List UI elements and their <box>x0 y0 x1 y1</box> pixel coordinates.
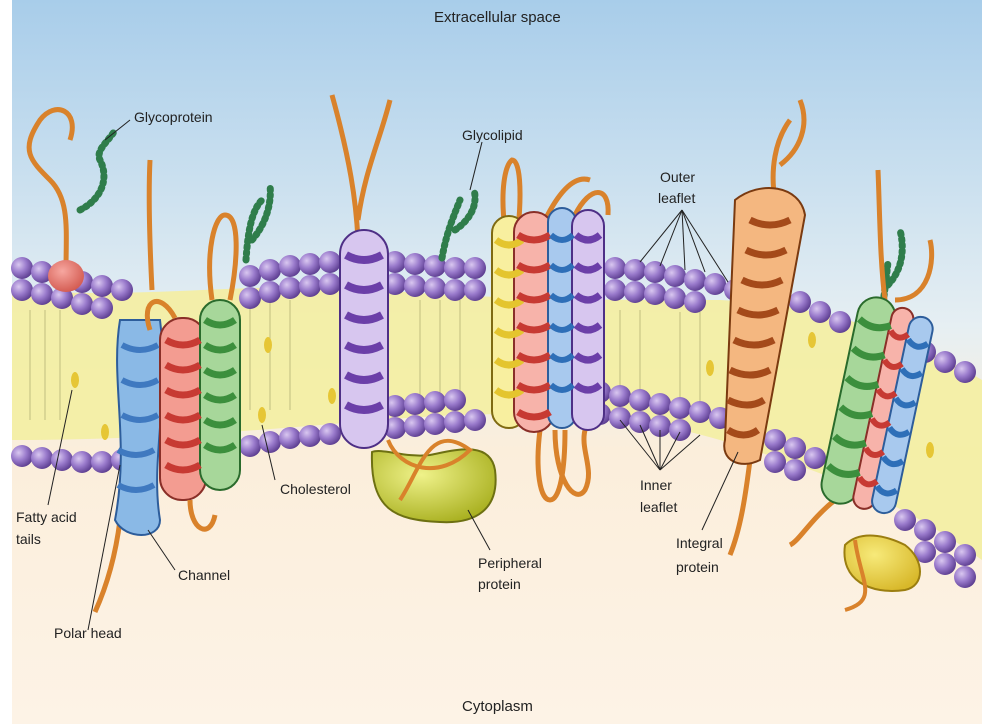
outer-leaflet-label-line1: Outer <box>660 169 695 185</box>
extracellular-space-label: Extracellular space <box>434 9 561 26</box>
peripheral-protein-label-line1: Peripheral <box>478 555 542 571</box>
inner-leaflet-label-line2: leaflet <box>640 499 677 515</box>
inner-leaflet-label-line1: Inner <box>640 477 672 493</box>
integral-protein-label-line1: Integral <box>676 535 723 551</box>
cytoplasm-label: Cytoplasm <box>462 698 533 715</box>
integral-protein-label-line2: protein <box>676 559 719 575</box>
fatty-acid-tails-label-line2: tails <box>16 531 41 547</box>
glycolipid-label: Glycolipid <box>462 127 523 143</box>
polar-head-label: Polar head <box>54 625 122 641</box>
glycoprotein-label: Glycoprotein <box>134 109 213 125</box>
peripheral-protein-label-line2: protein <box>478 576 521 592</box>
cholesterol-label: Cholesterol <box>280 481 351 497</box>
outer-leaflet-label-line2: leaflet <box>658 190 695 206</box>
channel-label: Channel <box>178 567 230 583</box>
fatty-acid-tails-label-line1: Fatty acid <box>16 509 77 525</box>
